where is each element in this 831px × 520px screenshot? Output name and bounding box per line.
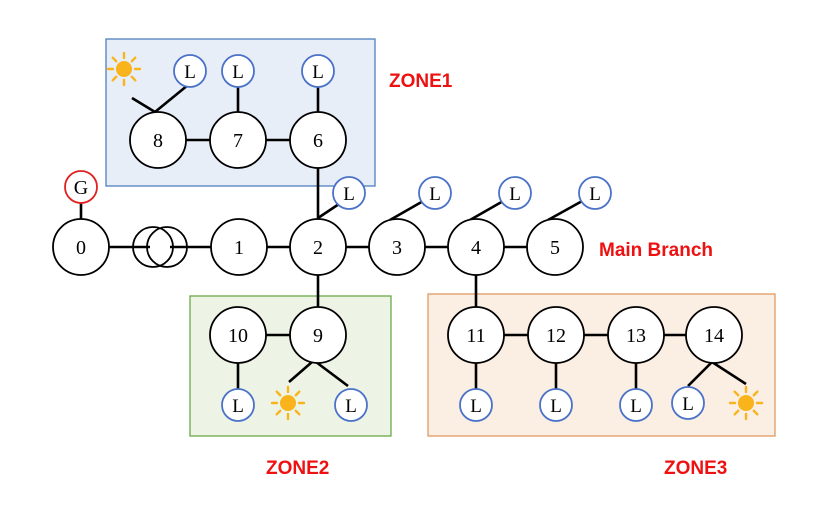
load-bus-2: L (332, 176, 366, 210)
bus-5-label: 5 (550, 237, 560, 259)
bus-6-label: 6 (313, 130, 323, 152)
sun-ray (733, 390, 740, 397)
generator-node: G (64, 170, 98, 204)
bus-7: 7 (209, 111, 267, 169)
sun-ray (752, 390, 759, 397)
generator-label: G (74, 177, 88, 199)
load-label: L (184, 62, 196, 83)
sun-ray (111, 75, 118, 82)
zone3-label: ZONE3 (664, 458, 727, 479)
bus-9-label: 9 (313, 325, 323, 347)
transformer-icon (132, 226, 188, 268)
load-label: L (550, 396, 562, 417)
load-label: L (312, 62, 324, 83)
sun-ray (130, 56, 137, 63)
bus-13: 13 (607, 306, 665, 364)
bus-3-label: 3 (392, 237, 402, 259)
feeder-4-load (469, 198, 506, 222)
load-bus-8: L (173, 54, 207, 88)
bus-3: 3 (368, 218, 426, 276)
bus-12-label: 12 (546, 325, 566, 347)
bus-11: 11 (447, 306, 505, 364)
bus-10: 10 (209, 306, 267, 364)
feeder-14-solar (711, 360, 747, 386)
load-bus-12: L (539, 388, 573, 422)
bus-14-label: 14 (704, 325, 724, 347)
bus-9: 9 (289, 306, 347, 364)
bus-1-label: 1 (234, 237, 244, 259)
bus-2: 2 (289, 218, 347, 276)
load-bus-4: L (498, 176, 532, 210)
bus-7-label: 7 (233, 130, 243, 152)
bus-12: 12 (527, 306, 585, 364)
bus-8: 8 (129, 111, 187, 169)
zone1-label: ZONE1 (389, 71, 453, 92)
sun-ray (275, 390, 282, 397)
load-label: L (429, 184, 441, 205)
load-label: L (682, 394, 694, 415)
sun-ray (111, 56, 118, 63)
bus-4: 4 (447, 218, 505, 276)
load-bus-14: L (671, 386, 705, 420)
sun-icon (270, 385, 306, 421)
bus-10-label: 10 (228, 325, 248, 347)
load-bus-13: L (619, 388, 653, 422)
bus-0-label: 0 (76, 237, 86, 259)
sun-ray (294, 390, 301, 397)
bus-8-label: 8 (153, 130, 163, 152)
feeder-3-load (389, 198, 426, 222)
feeder-9-solar (288, 361, 313, 383)
zone2-label: ZONE2 (266, 458, 329, 479)
sun-ray (733, 409, 740, 416)
sun-icon (106, 51, 142, 87)
load-label: L (589, 184, 601, 205)
load-label: L (232, 62, 244, 83)
load-bus-10: L (221, 388, 255, 422)
feeder-8-load (154, 83, 189, 114)
feeder-9-load (315, 360, 349, 388)
bus-nodes: 0 1 2 3 4 5 6 7 8 9 10 11 12 13 14 (52, 111, 743, 364)
feeder-14-load (687, 361, 713, 387)
load-bus-6: L (301, 54, 335, 88)
load-nodes: L L L L L L L L L L L L L (173, 54, 705, 422)
bus-14: 14 (685, 306, 743, 364)
load-bus-3: L (418, 176, 452, 210)
sun-ray (294, 409, 301, 416)
feeder-8-solar (131, 96, 156, 114)
load-label: L (630, 396, 642, 417)
load-label: L (345, 396, 357, 417)
bus-5: 5 (526, 218, 584, 276)
sun-ray (275, 409, 282, 416)
main-branch-label: Main Branch (599, 240, 713, 261)
bus-11-label: 11 (466, 325, 485, 347)
sun-icon (728, 385, 764, 421)
bus-6: 6 (289, 111, 347, 169)
solar-icons (106, 51, 764, 421)
bus-1: 1 (210, 218, 268, 276)
feeder-5-load (547, 198, 585, 222)
load-bus-5: L (578, 176, 612, 210)
sun-ray (130, 75, 137, 82)
bus-0: 0 (52, 218, 110, 276)
load-bus-11: L (459, 388, 493, 422)
load-bus-7: L (221, 54, 255, 88)
load-label: L (509, 184, 521, 205)
bus-13-label: 13 (626, 325, 646, 347)
load-label: L (470, 396, 482, 417)
bus-2-label: 2 (313, 237, 323, 259)
load-label: L (343, 184, 355, 205)
sun-ray (752, 409, 759, 416)
load-label: L (232, 396, 244, 417)
bus-4-label: 4 (471, 237, 481, 259)
load-bus-9: L (334, 388, 368, 422)
